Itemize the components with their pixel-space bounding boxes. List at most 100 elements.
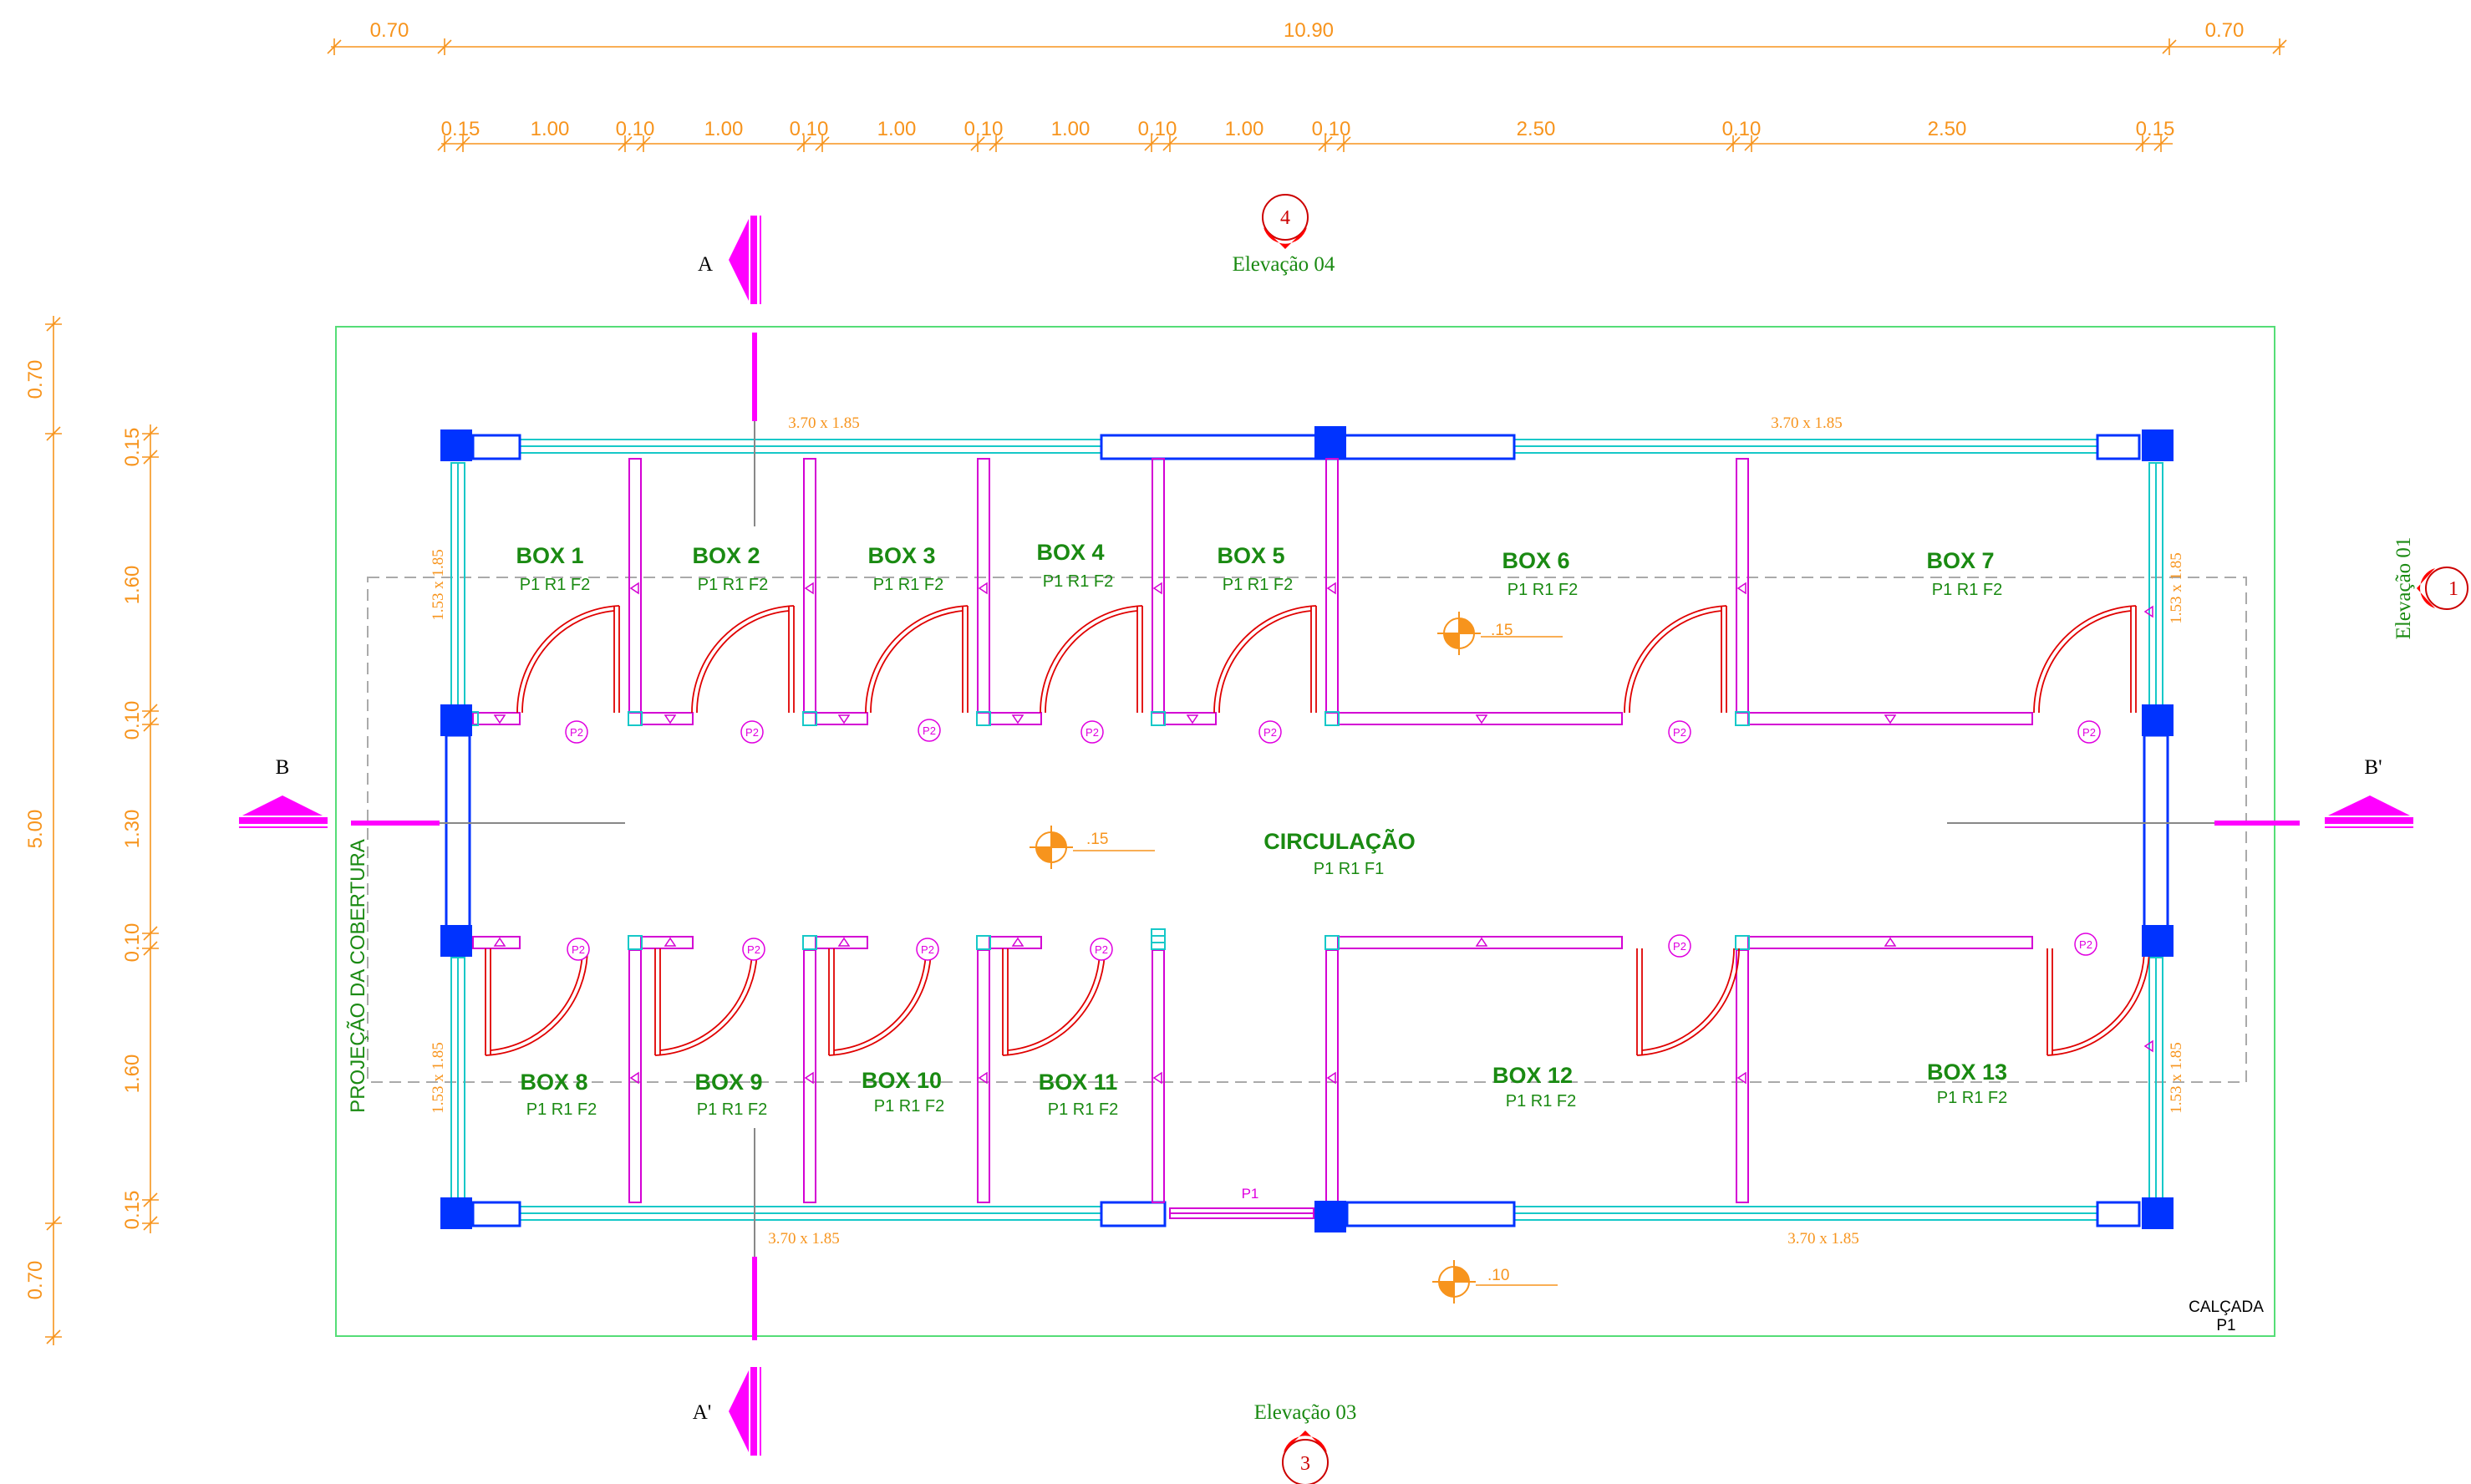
entrance-door-tag: P1 <box>1242 1186 1259 1202</box>
room-code-box-7: P1 R1 F2 <box>1932 581 2002 599</box>
post-upper-5 <box>1735 711 1750 726</box>
post-upper-0 <box>628 711 643 726</box>
door-upper-4-arc2 <box>1045 610 1138 714</box>
column-2 <box>2142 429 2174 461</box>
column-5 <box>440 925 472 957</box>
room-name-box-1: BOX 1 <box>516 543 583 568</box>
room-name-box-3: BOX 3 <box>867 543 935 568</box>
door-lower-wide-1-arc <box>1636 948 1740 1056</box>
wall-mark-side-upper-1 <box>804 582 814 595</box>
window-label-right-lower: 1.53 x 1.85 <box>2168 1042 2185 1114</box>
roof-projection-outline <box>367 577 2247 1083</box>
door-tag-label-5: P2 <box>1673 726 1686 739</box>
doors <box>485 605 2150 1056</box>
level-markers <box>1030 612 1563 1304</box>
door-lower-3-arc2 <box>833 948 927 1051</box>
wall-mark-side-lower-6 <box>2143 1039 2153 1053</box>
room-name-box-2: BOX 2 <box>692 543 760 568</box>
window-label-right-upper: 1.53 x 1.85 <box>2168 552 2185 624</box>
top-tick-slash-1 <box>455 136 470 151</box>
wall-mark-side-upper-2 <box>978 582 988 595</box>
left-tick-slash-2 <box>143 704 158 719</box>
top-tick-slash-7 <box>989 136 1004 151</box>
door-tag-circle-12 <box>2074 933 2097 956</box>
door-lower-wide-2-arc2 <box>2052 948 2145 1051</box>
sidewalk-code: P1 <box>2216 1317 2235 1334</box>
door-tag-circle-2 <box>918 719 941 742</box>
room-labels: BOX 1 P1 R1 F2 BOX 2 P1 R1 F2 BOX 3 P1 R… <box>516 540 2007 1119</box>
room-code-box-5: P1 R1 F2 <box>1223 576 1293 594</box>
window-label-bottom-left: 3.70 x 1.85 <box>768 1230 840 1248</box>
elevation-number-4: 4 <box>1280 207 1290 229</box>
door-upper-1-arc <box>516 605 620 714</box>
elevation-label-4: Elevação 04 <box>1233 253 1335 276</box>
elevation-label-1: Elevação 01 <box>2392 537 2415 640</box>
left-tick-slash-6 <box>143 1192 158 1207</box>
wall-mark-upper-6 <box>1884 714 1897 724</box>
partition-lower-2 <box>803 949 816 1203</box>
section-a-top-cut <box>752 333 757 421</box>
dim-top-partial-9: 0.10 <box>1138 118 1177 140</box>
dim-top-partial-8: 1.00 <box>1051 118 1091 140</box>
section-b-left-bar <box>239 817 328 824</box>
door-upper-7-arc <box>2033 605 2137 714</box>
wall-mark-upper-0 <box>493 714 506 724</box>
room-code-box-10: P1 R1 F2 <box>874 1097 944 1116</box>
door-lower-3-arc <box>828 948 932 1056</box>
wall-mark-upper-4 <box>1186 714 1199 724</box>
dim-top-overall-right: 0.70 <box>2205 19 2245 42</box>
dim-top-partial-15: 0.15 <box>2136 118 2175 140</box>
door-tag-label-2: P2 <box>923 724 936 737</box>
wall-mark-lower-1 <box>664 937 677 947</box>
dim-top-partial-4: 1.00 <box>704 118 744 140</box>
door-tag-label-1: P2 <box>745 726 759 739</box>
door-lower-wide-1-arc2 <box>1641 948 1735 1051</box>
door-tag-circle-5 <box>1668 720 1691 744</box>
post-lower-1 <box>802 935 817 950</box>
wall-mark-side-lower-2 <box>978 1071 988 1085</box>
top-tick-slash-0 <box>437 136 452 151</box>
post-upper-4 <box>1324 711 1340 726</box>
door-tag-label-3: P2 <box>1086 726 1099 739</box>
wall-mark-side-lower-5 <box>1736 1071 1746 1085</box>
door-tag-circle-7 <box>567 938 590 961</box>
post-upper-1 <box>802 711 817 726</box>
wall-left-center <box>445 734 471 943</box>
room-code-box-6: P1 R1 F2 <box>1508 581 1578 599</box>
dim-left-partial-labels: 0.15 1.60 0.10 1.30 0.10 1.60 0.15 <box>121 428 144 1230</box>
section-label-a-bottom: A' <box>693 1401 712 1424</box>
door-tag-circle-11 <box>1668 934 1691 958</box>
dim-left-partial-2: 1.60 <box>121 566 144 605</box>
dim-left-overall-center: 5.00 <box>24 810 47 849</box>
partition-lower-1 <box>628 949 642 1203</box>
door-lower-2-arc <box>654 948 758 1056</box>
window-label-top-left: 3.70 x 1.85 <box>788 414 860 432</box>
post-lower-2 <box>976 935 991 950</box>
door-tag-circle-3 <box>1080 720 1104 744</box>
wall-mark-side-upper-3 <box>1152 582 1162 595</box>
elevation-number-1: 1 <box>2448 578 2458 600</box>
post-upper-3 <box>1151 711 1166 726</box>
door-upper-6-arc2 <box>1629 610 1722 714</box>
post-upper-2 <box>976 711 991 726</box>
partition-lower-6 <box>1736 949 1749 1203</box>
room-code-box-11: P1 R1 F2 <box>1048 1100 1118 1119</box>
door-tag-circle-9 <box>916 938 939 961</box>
column-3 <box>440 704 472 736</box>
section-markers <box>239 216 2413 1456</box>
room-code-box-2: P1 R1 F2 <box>698 576 768 594</box>
top-tick-slash-6 <box>970 136 985 151</box>
dim-top-partial-13: 0.10 <box>1722 118 1762 140</box>
column-1 <box>1314 426 1346 458</box>
post-lower-0 <box>628 935 643 950</box>
door-upper-7-arc2 <box>2038 610 2132 714</box>
door-tag-circle-0 <box>565 720 588 744</box>
level-marker-0 <box>1437 612 1563 655</box>
wall-bottom-right-stub <box>2096 1201 2141 1227</box>
dim-top-partial-3: 0.10 <box>616 118 655 140</box>
section-b-left-arrow <box>242 795 323 816</box>
door-upper-2-arc2 <box>696 610 790 714</box>
column-4 <box>2142 704 2174 736</box>
wall-marks <box>493 582 2153 1085</box>
